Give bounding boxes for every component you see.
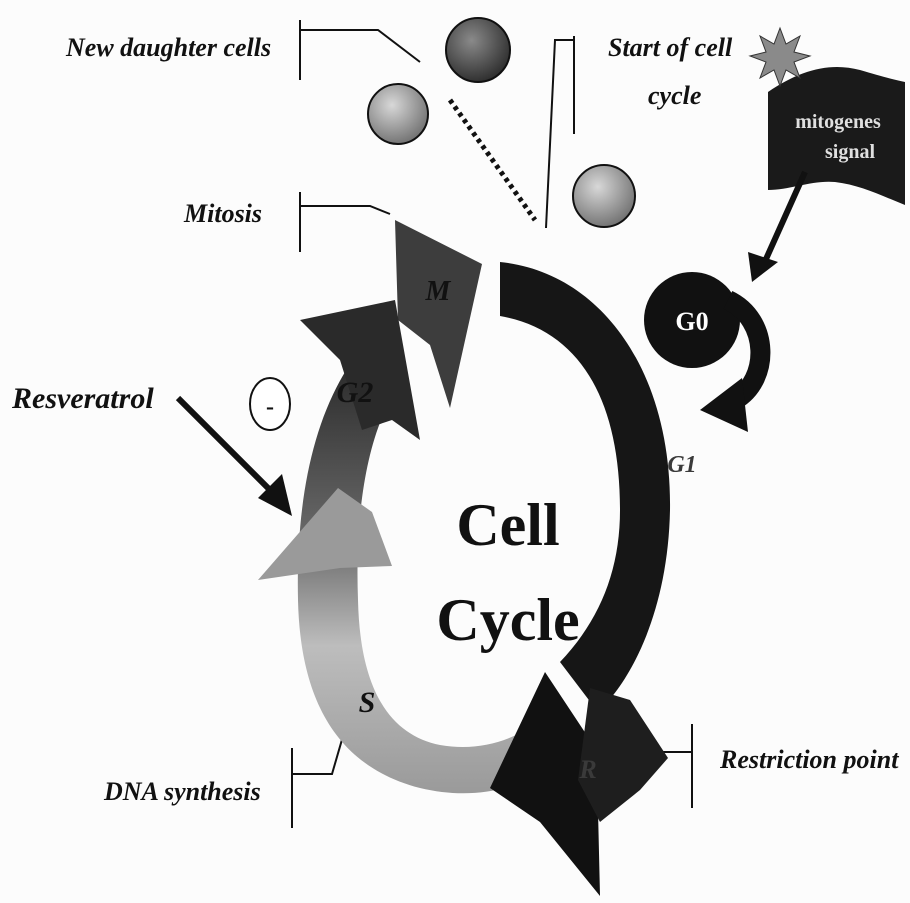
mitogen-signal-flag (768, 67, 905, 205)
label-start-of-cell-line2: cycle (648, 81, 701, 110)
start-cycle-bracket (546, 36, 574, 228)
phase-g1-label: G1 (667, 452, 696, 478)
label-start-of-cell-line1: Start of cell (608, 33, 733, 62)
center-title-line1: Cell (456, 492, 559, 558)
mitogen-label-line2: signal (825, 141, 875, 163)
g0-return-arrow-head (700, 378, 748, 432)
label-resveratrol: Resveratrol (11, 382, 154, 415)
new-cell-right (573, 165, 635, 227)
mitogen-label-line1: mitogenes (795, 111, 881, 133)
mitosis-bracket (300, 192, 390, 252)
g0-label: G0 (675, 307, 708, 336)
label-mitosis: Mitosis (183, 199, 262, 228)
division-dashed-line (450, 100, 535, 220)
phase-m-label: M (425, 276, 452, 307)
daughter-cell-top (446, 18, 510, 82)
mitogen-arrow-head (748, 252, 778, 282)
phase-r-label: R (578, 755, 596, 784)
phase-s-label: S (359, 686, 376, 719)
label-dna-synthesis: DNA synthesis (103, 777, 261, 806)
daughter-cell-left (368, 84, 428, 144)
center-title-line2: Cycle (436, 587, 579, 653)
daughter-cells-bracket (300, 20, 420, 80)
phase-g2-label: G2 (337, 376, 374, 409)
label-restriction-point: Restriction point (719, 745, 899, 774)
label-new-daughter-cells: New daughter cells (65, 33, 271, 62)
inhibition-sign: - (266, 394, 274, 420)
